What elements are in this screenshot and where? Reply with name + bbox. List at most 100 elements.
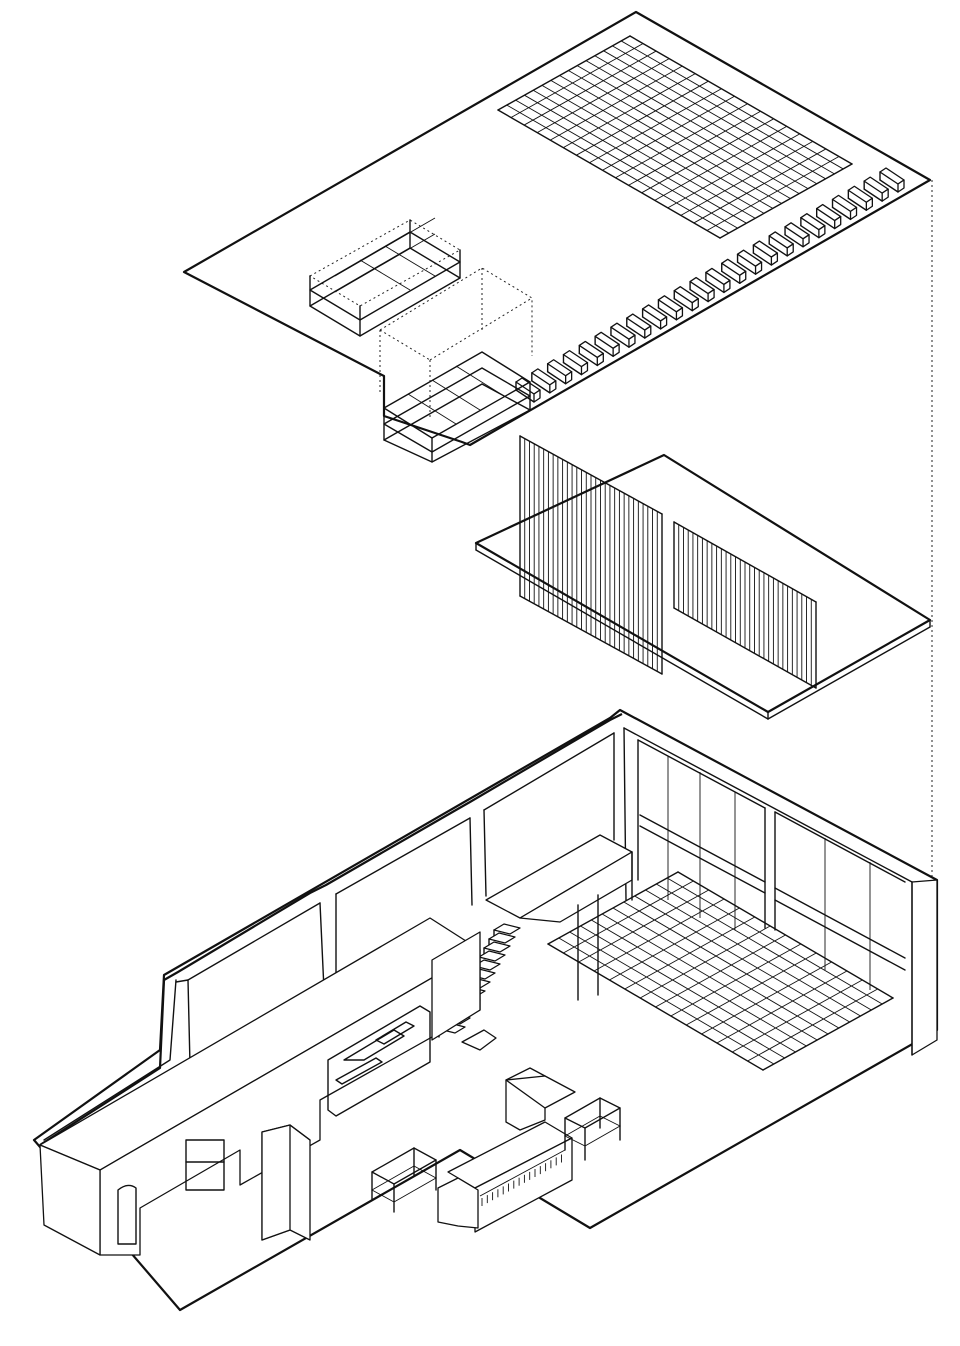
ceiling-baffle-edge	[863, 188, 883, 202]
ceiling-baffle-face	[849, 206, 858, 221]
ceiling-grid-line	[719, 163, 853, 239]
ceiling-grid-line	[620, 40, 844, 170]
floor-grid-line	[685, 952, 817, 1026]
ceiling-baffle-edge	[831, 206, 852, 221]
stair-tread	[488, 932, 516, 944]
floor-grid-line	[578, 889, 709, 963]
suspended-grid	[547, 871, 894, 1071]
ceiling-grid-line	[563, 73, 696, 149]
ceiling-baffle-edge	[768, 243, 788, 257]
ceiling-baffle-face	[565, 371, 573, 385]
ceiling-grid-line	[568, 70, 791, 199]
ceiling-baffle-edge	[705, 279, 725, 294]
ceiling-grid-line	[510, 43, 644, 118]
floor-grid-line	[747, 988, 878, 1062]
ceiling-grid-line	[612, 45, 835, 175]
ceiling-baffle-face	[818, 225, 826, 239]
ceiling-grid-line	[594, 55, 818, 185]
ceiling-grid-line	[615, 103, 748, 179]
ceiling-grid-line	[641, 118, 774, 194]
ceiling-baffle-face	[834, 215, 842, 230]
steel-table-right	[564, 1097, 621, 1161]
ceiling-baffle-face	[596, 352, 604, 367]
curtain-panel-left	[519, 435, 663, 675]
ceiling-baffle-face	[533, 389, 541, 403]
ceiling-baffle-face	[580, 361, 589, 376]
stair-landing	[461, 1029, 497, 1051]
ceiling-baffle-face	[644, 325, 652, 339]
ceiling-baffle-face	[691, 298, 699, 312]
ceiling-baffle-edge	[515, 389, 535, 403]
ceiling-grid-line	[515, 99, 738, 229]
ceiling-grid-line	[629, 35, 853, 165]
ceiling-grid-line	[550, 80, 774, 209]
ceiling-grid-line	[536, 58, 670, 133]
ceiling-grid-line	[693, 148, 827, 224]
ceiling-baffle-edge	[578, 352, 599, 367]
ceiling-baffle-face	[659, 316, 668, 330]
ceiling-grid-line	[602, 95, 735, 171]
floor-grid-line	[609, 907, 740, 981]
back-wall-left	[39, 713, 627, 1146]
ceiling-grid-line	[603, 50, 826, 180]
ceiling-baffle-edge	[689, 288, 709, 303]
ceiling-baffle-edge	[562, 361, 583, 376]
ceiling-baffle-face	[881, 188, 889, 202]
pivot-door	[261, 1124, 311, 1241]
curtain-layer	[474, 435, 932, 720]
floor-grid-line	[701, 961, 832, 1035]
ceiling-baffle-face	[549, 380, 557, 394]
ceiling-grid-line	[585, 60, 809, 190]
ceiling-baffle-face	[786, 243, 794, 257]
ceiling-baffle-edge	[610, 334, 630, 348]
ceiling-baffles	[515, 167, 905, 403]
ceiling-layer	[182, 10, 932, 463]
curtain-panel-right	[673, 521, 817, 689]
ceiling-baffle-edge	[721, 270, 741, 285]
ceiling-grid	[497, 35, 853, 239]
ceiling-grid-line	[524, 94, 747, 224]
stair-tread	[478, 950, 506, 962]
ceiling-baffle-edge	[641, 316, 662, 330]
ceiling-baffle-face	[897, 179, 905, 193]
ceiling-baffle-edge	[879, 179, 899, 193]
ceiling-baffle-edge	[784, 234, 804, 248]
ceiling-baffle-face	[675, 307, 684, 321]
ceiling-grid-line	[497, 109, 721, 239]
ceiling-baffle-edge	[546, 371, 567, 385]
ceiling-grid-line	[628, 110, 761, 186]
ceiling-baffle-edge	[657, 307, 678, 321]
ceiling-baffle-edge	[847, 197, 868, 211]
ceiling-baffle-edge	[815, 215, 836, 230]
ceiling-grid-line	[532, 89, 756, 219]
floor-grid-line	[732, 979, 863, 1053]
ceiling-baffle-edge	[626, 325, 646, 339]
long-storage-wall	[39, 917, 481, 1256]
ceiling-grid-line	[541, 84, 765, 214]
ceiling-baffle-face	[739, 270, 747, 284]
back-wall-right	[623, 727, 938, 1056]
floor-grid-line	[716, 970, 848, 1044]
ceiling-grid-line	[706, 156, 840, 231]
ceiling-grid-line	[667, 133, 800, 209]
ceiling-grid-line	[654, 125, 787, 201]
floor-grid-line	[655, 934, 786, 1008]
island-counter	[437, 1067, 576, 1233]
ceiling-baffle-face	[612, 343, 620, 357]
ceiling-baffle-face	[707, 288, 715, 303]
steel-table-left	[371, 1147, 437, 1213]
hanging-rail	[481, 1154, 562, 1206]
ground-floor-layer	[32, 708, 939, 1312]
ceiling-baffle-edge	[736, 261, 757, 275]
ceiling-grid-line	[497, 35, 631, 111]
floor-grid-line	[547, 871, 679, 945]
ceiling-baffle-edge	[531, 380, 551, 394]
stair-tread	[483, 941, 511, 953]
ceiling-baffle-edge	[800, 224, 820, 239]
floor-grid-line	[762, 997, 894, 1071]
mezzanine	[485, 834, 633, 1001]
ceiling-grid-line	[506, 104, 730, 234]
floor-grid-line	[670, 943, 802, 1017]
floor-grid-line	[563, 880, 694, 954]
